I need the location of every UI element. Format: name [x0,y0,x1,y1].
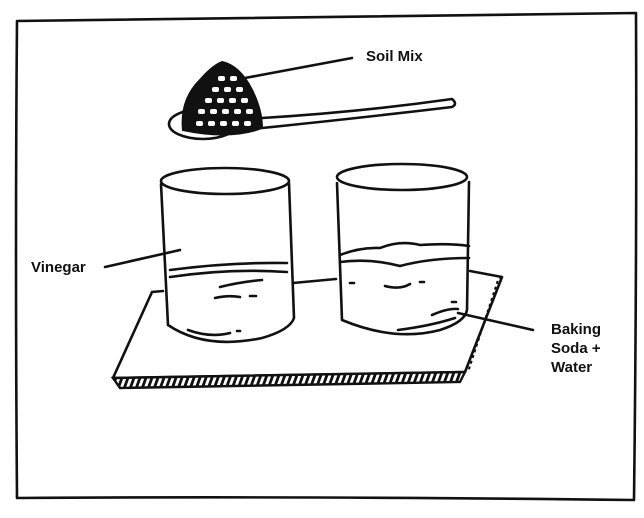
soil-particle [246,109,253,114]
vinegar-glass [159,166,296,344]
baking-soda-label-line: Water [551,359,593,376]
soil-mix-label: Soil Mix [366,48,423,65]
baking-soda-glass [335,162,471,336]
soil-particle [222,109,229,114]
tray [110,269,504,390]
soil-mix-leader [243,56,354,80]
soil-particle [198,109,205,114]
vinegar-leader [103,248,182,269]
soil-particle [208,121,215,126]
soil-particle [224,87,231,92]
soil-particle [220,121,227,126]
baking-soda-label-line: Baking [551,321,602,338]
soil-particle [217,98,224,103]
baking-soda-leader [456,311,535,332]
soil-particle [241,98,248,103]
soil-particle [230,76,237,81]
soil-particle [232,121,239,126]
baking-soda-label-line: Soda + [551,340,601,357]
frame-border [14,11,638,502]
soil-particle [229,98,236,103]
soil-particle [234,109,241,114]
soil-particle [212,87,219,92]
vinegar-label: Vinegar [31,259,86,276]
spoon-with-soil [167,60,457,141]
soil-particle [218,76,225,81]
soil-particle [196,121,203,126]
soil-particle [205,98,212,103]
baking-soda-label: Baking Soda + Water [551,320,601,377]
soil-particle [244,121,251,126]
soil-particle [210,109,217,114]
soil-particle [236,87,243,92]
